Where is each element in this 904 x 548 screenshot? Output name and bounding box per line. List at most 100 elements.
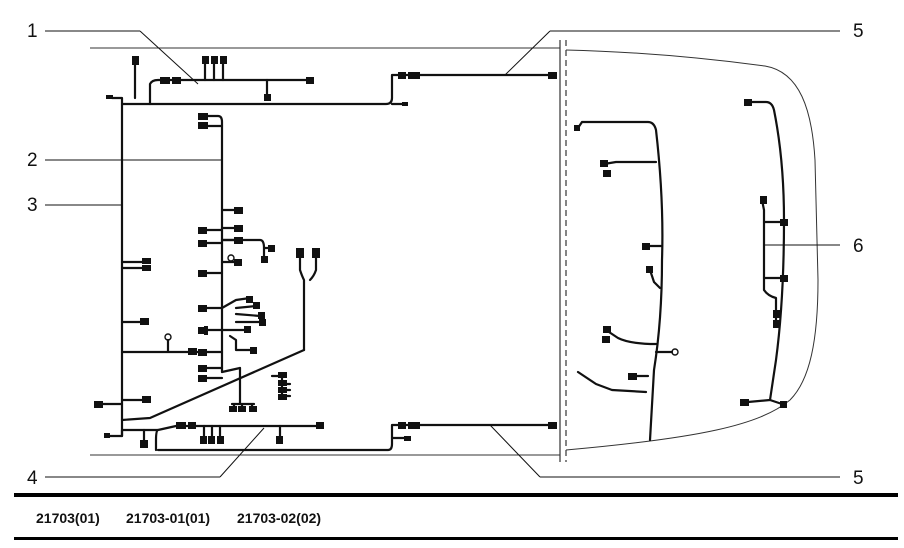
connector [646,266,653,273]
connector [600,160,608,167]
callout-labels: 1 2 3 4 5 5 6 [27,21,864,489]
connector [188,348,197,355]
connector [188,422,196,429]
connector [744,99,752,106]
connector [398,72,406,79]
connector [603,326,611,333]
connector [142,396,151,403]
connector [198,270,207,277]
connector [402,102,408,106]
connector [198,240,207,247]
connector [760,196,767,204]
callout-1: 1 [27,21,38,42]
connector [234,237,243,244]
connector [261,256,268,263]
connector [628,373,637,380]
connector [160,77,170,84]
connector [198,305,207,312]
connector [278,387,287,393]
connector [140,318,149,325]
connector [132,56,139,65]
connector [548,72,557,79]
connector [246,296,253,303]
figure-code-3: 21703-02(02) [237,510,322,526]
connector [773,320,780,328]
connector [278,372,287,378]
connector [316,422,324,429]
connector [204,326,208,335]
callout-5-top: 5 [853,21,864,42]
connector [202,56,209,64]
connector [250,347,257,354]
connector [208,436,215,444]
connector [780,275,788,282]
connector [234,259,242,266]
connector [217,436,224,444]
bulkhead-line [559,40,567,462]
connector [198,375,207,382]
connector [234,225,243,232]
connector [296,248,304,258]
vehicle-outline [90,47,819,456]
connector [268,245,275,252]
footer-bottom-rule [14,537,898,540]
connector [773,310,780,318]
ring-terminals [164,254,679,356]
connector [602,336,610,343]
callout-2: 2 [27,150,38,171]
connector [740,399,749,406]
connector [264,94,271,101]
connector [312,248,320,258]
ring-terminal [164,333,172,341]
connector [408,72,420,79]
connector [211,56,218,64]
footer-top-rule [14,493,898,497]
connector [404,436,411,441]
figure-code-2: 21703-01(01) [126,510,211,526]
connector [276,436,283,444]
connector [176,422,186,429]
connector [548,422,557,429]
connector [172,77,181,84]
connector [398,422,406,429]
connector [142,258,151,264]
connector [259,319,266,326]
connector [198,122,208,129]
connector [258,312,265,319]
connector [253,302,260,309]
connector [574,125,580,131]
connector [278,394,287,400]
connector [104,433,110,438]
callout-4: 4 [27,468,38,489]
connector [198,349,207,356]
connector [603,170,611,177]
connector [306,77,314,84]
connector [780,401,787,408]
connector [142,265,151,271]
ring-terminal [227,254,235,262]
connector [198,327,207,334]
connector [244,326,251,333]
callout-3: 3 [27,195,38,216]
connectors [94,56,788,448]
callout-6: 6 [853,236,864,257]
figure-code-1: 21703(01) [36,510,100,526]
connector [278,380,287,386]
harness-wires [98,60,788,452]
connector [229,406,237,412]
connector [238,406,246,412]
connector [140,440,148,448]
connector [198,227,207,234]
connector [249,406,257,412]
callout-5-bottom: 5 [853,468,864,489]
connector [198,365,207,372]
connector [408,422,420,429]
ring-terminal [671,348,679,356]
connector [780,219,788,226]
connector [94,401,103,408]
connector [234,207,243,214]
leader-lines [45,30,840,478]
connector [198,113,208,120]
connector [200,436,207,444]
